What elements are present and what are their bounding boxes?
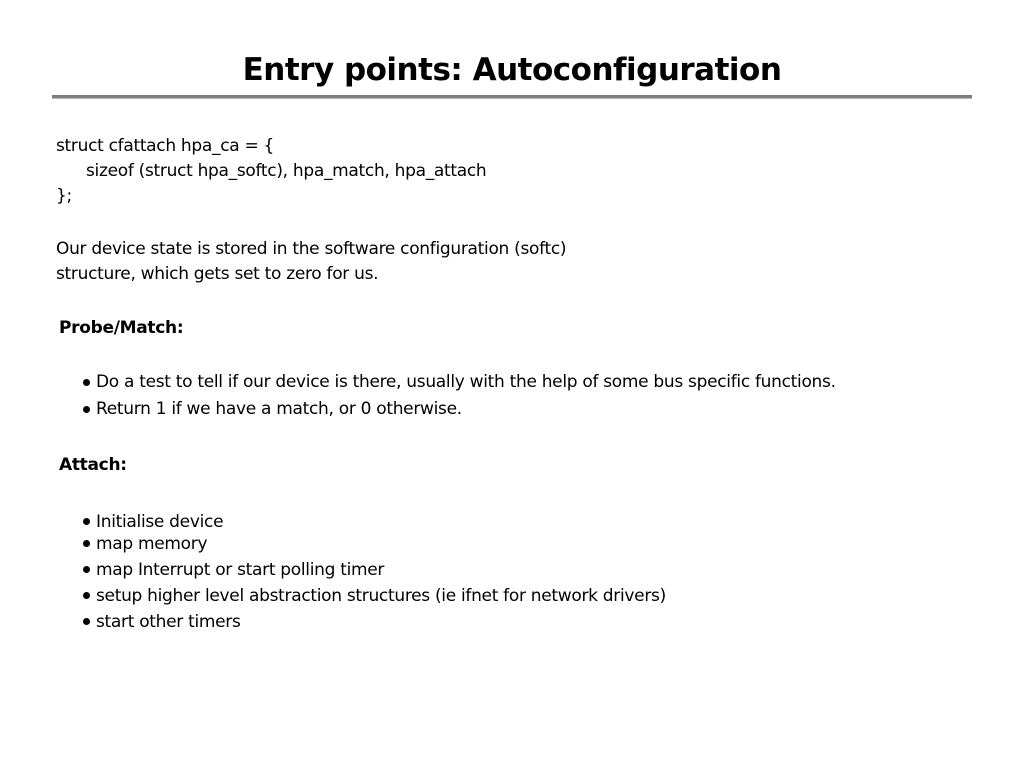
- list-item: start other timers: [82, 609, 666, 635]
- bullet-icon: [83, 518, 90, 525]
- attach-heading: Attach:: [59, 455, 127, 475]
- description-line: Our device state is stored in the softwa…: [56, 239, 567, 259]
- bullet-icon: [83, 592, 90, 599]
- description-line: structure, which gets set to zero for us…: [56, 264, 379, 284]
- bullet-icon: [83, 378, 90, 386]
- softc-description: Our device state is stored in the softwa…: [56, 237, 567, 287]
- probe-match-heading: Probe/Match:: [59, 318, 184, 338]
- list-item: Do a test to tell if our device is there…: [82, 369, 836, 396]
- code-line-struct-open: struct cfattach hpa_ca = {: [56, 136, 275, 156]
- list-item-text: map Interrupt or start polling timer: [96, 560, 385, 580]
- list-item: map memory: [82, 531, 666, 557]
- attach-list: Initialise device map memory map Interru…: [82, 509, 666, 635]
- code-line-struct-close: };: [56, 186, 72, 206]
- list-item-text: map memory: [96, 534, 208, 554]
- list-item-text: start other timers: [96, 612, 241, 632]
- bullet-icon: [83, 566, 90, 573]
- list-item-text: setup higher level abstraction structure…: [96, 586, 666, 606]
- code-block: struct cfattach hpa_ca = { sizeof (struc…: [56, 134, 487, 209]
- probe-match-list: Do a test to tell if our device is there…: [82, 369, 836, 423]
- code-line-struct-body: sizeof (struct hpa_softc), hpa_match, hp…: [86, 161, 487, 181]
- bullet-icon: [83, 618, 90, 625]
- list-item-text: Do a test to tell if our device is there…: [96, 372, 836, 392]
- list-item: setup higher level abstraction structure…: [82, 583, 666, 609]
- bullet-icon: [83, 405, 90, 413]
- bullet-icon: [83, 540, 90, 547]
- title-divider: [52, 95, 972, 99]
- list-item: Initialise device: [82, 509, 666, 535]
- list-item-text: Return 1 if we have a match, or 0 otherw…: [96, 399, 462, 419]
- list-item: map Interrupt or start polling timer: [82, 557, 666, 583]
- slide-title: Entry points: Autoconfiguration: [242, 52, 782, 88]
- list-item: Return 1 if we have a match, or 0 otherw…: [82, 396, 836, 423]
- list-item-text: Initialise device: [96, 512, 224, 532]
